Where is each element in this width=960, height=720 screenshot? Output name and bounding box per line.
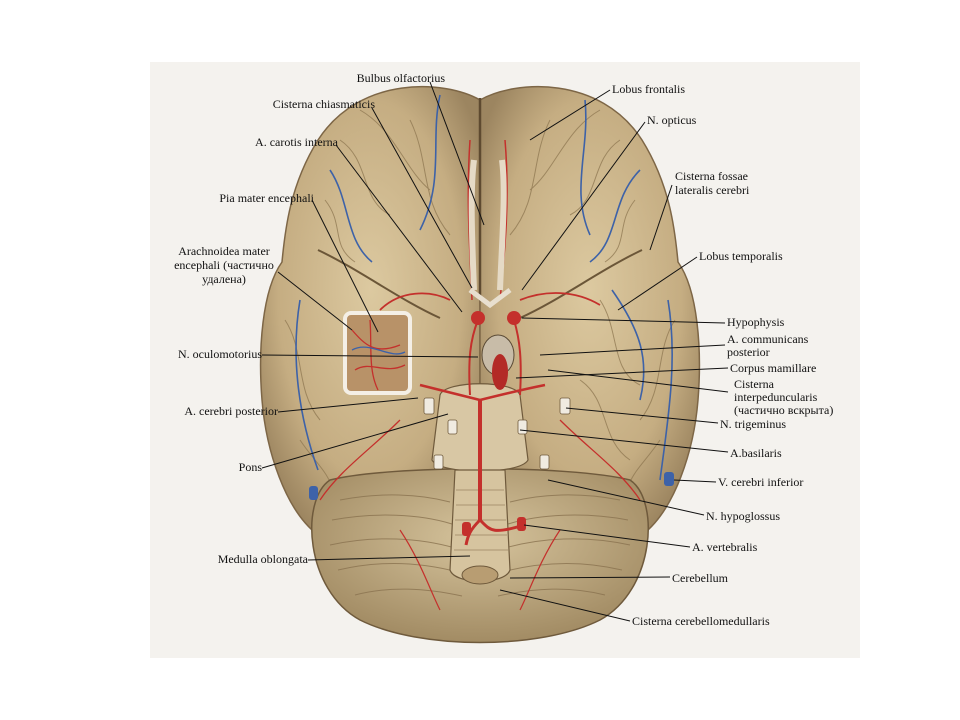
olfactory-tract-right <box>497 159 507 291</box>
label-n-trigeminus: N. trigeminus <box>720 417 786 431</box>
label-corpus-mamillare: Corpus mamillare <box>730 361 817 375</box>
label-bulbus-olfactorius: Bulbus olfactorius <box>356 71 445 85</box>
spinal-canal-section <box>461 565 499 585</box>
cerebrum-left-hemisphere <box>259 85 481 536</box>
label-pia-mater: Pia mater encephali <box>219 191 314 205</box>
label-cisterna-interped-line3: (частично вскрыта) <box>734 403 834 417</box>
label-cisterna-chiasmaticis: Cisterna chiasmaticis <box>272 97 375 111</box>
label-arachnoidea-line2: encephali (частично <box>174 258 274 272</box>
label-medulla-oblongata: Medulla oblongata <box>217 552 308 566</box>
v-cerebri-inferior-left <box>309 486 318 500</box>
lateral-fissure-left <box>317 249 441 319</box>
label-n-opticus: N. opticus <box>647 113 697 127</box>
optic-nerves <box>468 288 512 309</box>
carotis-interna-right <box>507 311 521 325</box>
vertebral-artery-left <box>462 522 471 536</box>
v-cerebri-inferior-right <box>664 472 674 486</box>
cranial-nerve-stubs <box>423 397 571 470</box>
label-a-basilaris: A.basilaris <box>730 446 782 460</box>
label-n-oculomotorius: N. oculomotorius <box>178 347 262 361</box>
label-cisterna-cerebellomedullaris: Cisterna cerebellomedullaris <box>632 614 770 628</box>
cerebellar-folia <box>329 494 631 597</box>
label-arachnoidea-line3: удалена) <box>202 272 246 286</box>
gyri-texture <box>284 109 676 511</box>
hypophysis-stalk <box>492 354 508 390</box>
label-cisterna-fossae-line1: Cisterna fossae <box>675 169 748 183</box>
arachnoid-window <box>343 311 412 395</box>
label-n-hypoglossus: N. hypoglossus <box>706 509 781 523</box>
label-cisterna-interped-line1: Cisterna <box>734 377 774 391</box>
vertebral-artery-right <box>517 517 526 531</box>
olfactory-tract-left <box>468 159 477 291</box>
label-cisterna-interped-line2: interpeduncularis <box>734 390 818 404</box>
label-a-vertebralis: A. vertebralis <box>692 540 758 554</box>
arachnoid-window-vessels <box>351 319 406 391</box>
label-lobus-temporalis: Lobus temporalis <box>699 249 783 263</box>
label-v-cerebri-inferior: V. cerebri inferior <box>718 475 804 489</box>
arachnoid-window-vein <box>351 346 406 355</box>
cerebrum-right-hemisphere <box>479 85 701 536</box>
lateral-fissure-right <box>519 249 643 319</box>
label-cisterna-fossae-line2: lateralis cerebri <box>675 183 750 197</box>
label-lobus-frontalis: Lobus frontalis <box>612 82 685 96</box>
leader-lines <box>261 81 729 622</box>
label-a-cerebri-posterior: A. cerebri posterior <box>184 404 278 418</box>
arteries <box>319 139 641 611</box>
label-pons: Pons <box>238 460 262 474</box>
label-arachnoidea-line1: Arachnoidea mater <box>178 244 270 258</box>
carotis-interna-left <box>471 311 485 325</box>
label-a-carotis-interna: A. carotis interna <box>255 135 338 149</box>
label-cerebellum: Cerebellum <box>672 571 728 585</box>
label-a-communicans-line2: posterior <box>727 345 770 359</box>
label-hypophysis: Hypophysis <box>727 315 785 329</box>
label-a-communicans-line1: A. communicans <box>727 332 809 346</box>
